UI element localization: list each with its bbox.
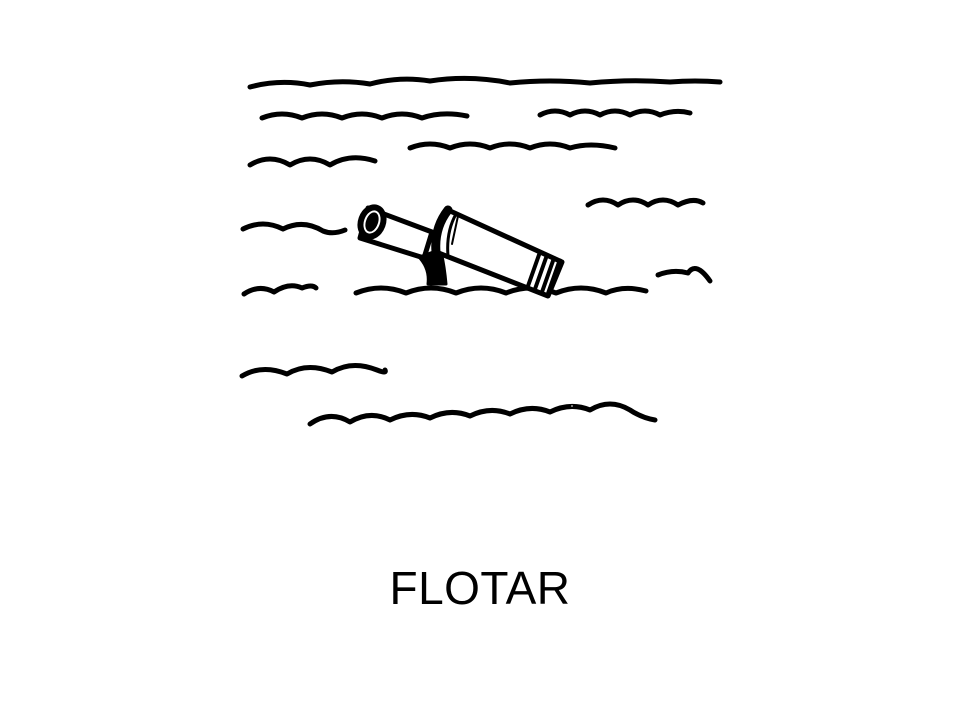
slide-caption: FLOTAR [389, 562, 571, 614]
bottle-floating-in-water-icon [239, 75, 723, 427]
bottle [357, 204, 565, 299]
speck [571, 405, 573, 407]
water-waves [239, 75, 723, 427]
